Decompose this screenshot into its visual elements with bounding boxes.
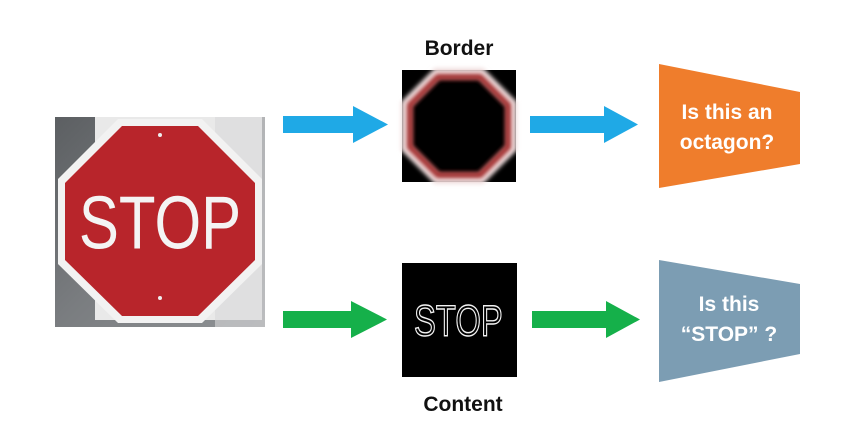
stop-question-line2: “STOP” ?: [681, 323, 777, 346]
content-image-text: STOP: [414, 297, 503, 346]
content-image: STOP: [402, 263, 517, 377]
stop-question-line1: Is this: [699, 293, 760, 316]
stop-sign-text: STOP: [79, 182, 241, 265]
green-arrow-2: [532, 301, 640, 338]
stop-sign-photo: STOP: [55, 117, 265, 327]
border-label: Border: [425, 37, 494, 60]
stop-question-box: Is this “STOP” ?: [659, 260, 800, 382]
blue-arrow-1: [283, 106, 388, 143]
border-image: [401, 68, 517, 184]
octagon-question-box: Is this an octagon?: [659, 64, 800, 188]
blue-arrow-2: [530, 106, 638, 143]
octagon-question-line2: octagon?: [680, 131, 775, 154]
green-arrow-1: [283, 301, 387, 338]
octagon-question-line1: Is this an: [681, 101, 772, 124]
content-label: Content: [423, 393, 502, 416]
